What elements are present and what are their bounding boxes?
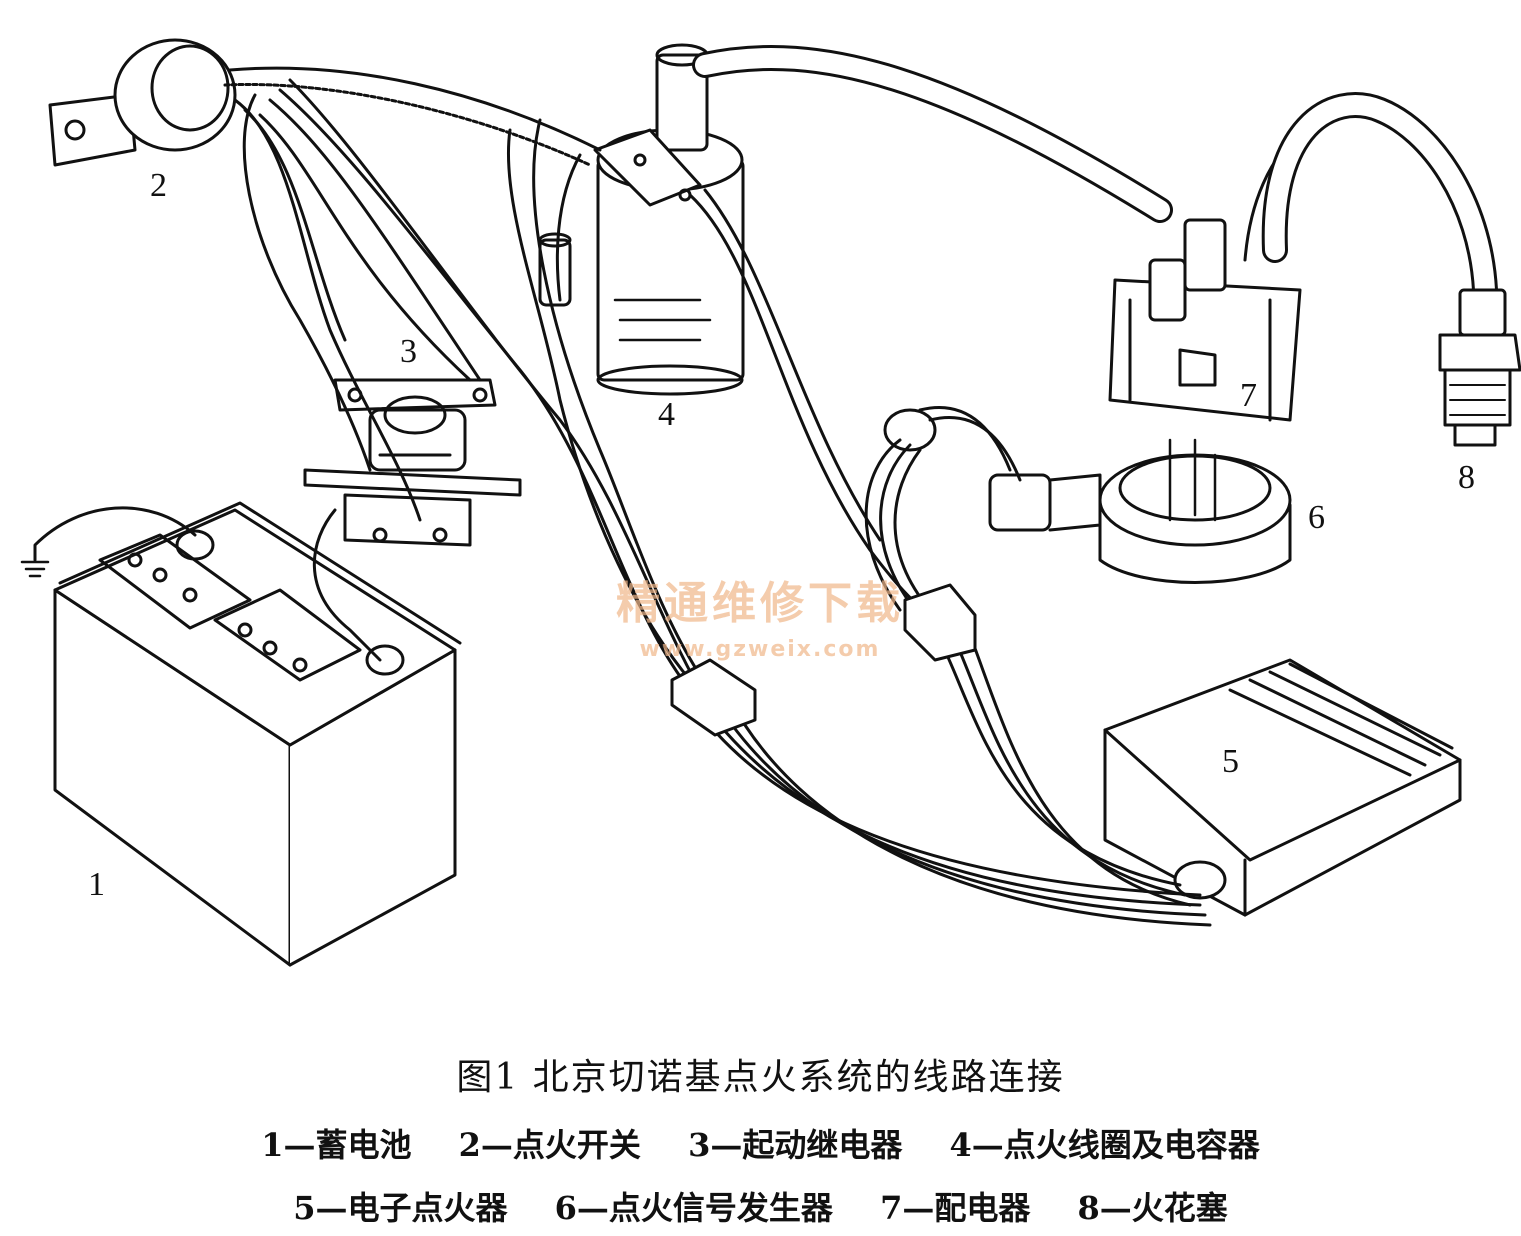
callout-5: 5	[1222, 743, 1239, 780]
legend-item: 1—蓄电池	[261, 1126, 412, 1164]
legend-row: 1—蓄电池 2—点火开关 3—起动继电器 4—点火线圈及电容器	[0, 1120, 1521, 1166]
battery-illustration	[20, 501, 462, 967]
starter-relay-illustration	[303, 378, 522, 547]
ignition-switch-illustration	[48, 38, 237, 167]
callout-7: 7	[1240, 377, 1257, 414]
legend-item: 2—点火开关	[458, 1126, 641, 1164]
callout-1: 1	[88, 866, 105, 903]
figure-caption: 图1 北京切诺基点火系统的线路连接	[456, 1057, 1065, 1098]
legend-item: 6—点火信号发生器	[554, 1189, 833, 1227]
legend-row: 5—电子点火器 6—点火信号发生器 7—配电器 8—火花塞	[0, 1183, 1521, 1229]
spark-plug-illustration	[1438, 288, 1521, 447]
distributor-illustration	[1108, 128, 1302, 422]
legend-item: 4—点火线圈及电容器	[949, 1126, 1260, 1164]
legend-item: 7—配电器	[880, 1189, 1031, 1227]
callout-8: 8	[1458, 459, 1475, 496]
wiring-harness	[223, 66, 1212, 927]
legend-item: 8—火花塞	[1077, 1189, 1228, 1227]
callout-3: 3	[400, 333, 417, 370]
callout-2: 2	[150, 167, 167, 204]
ignition-wiring-diagram: 精通维修下载 www.gzweix.com 1 2 3 4 5 6 7 8	[20, 38, 1521, 967]
signal-generator-illustration	[883, 408, 1292, 584]
ignitor-module-illustration	[1103, 658, 1462, 917]
legend-item: 5—电子点火器	[293, 1189, 508, 1227]
callout-4: 4	[658, 396, 675, 433]
legend-item: 3—起动继电器	[688, 1126, 903, 1164]
watermark-text: 精通维修下载	[616, 578, 904, 629]
watermark-url: www.gzweix.com	[640, 637, 881, 662]
callout-6: 6	[1308, 499, 1325, 536]
